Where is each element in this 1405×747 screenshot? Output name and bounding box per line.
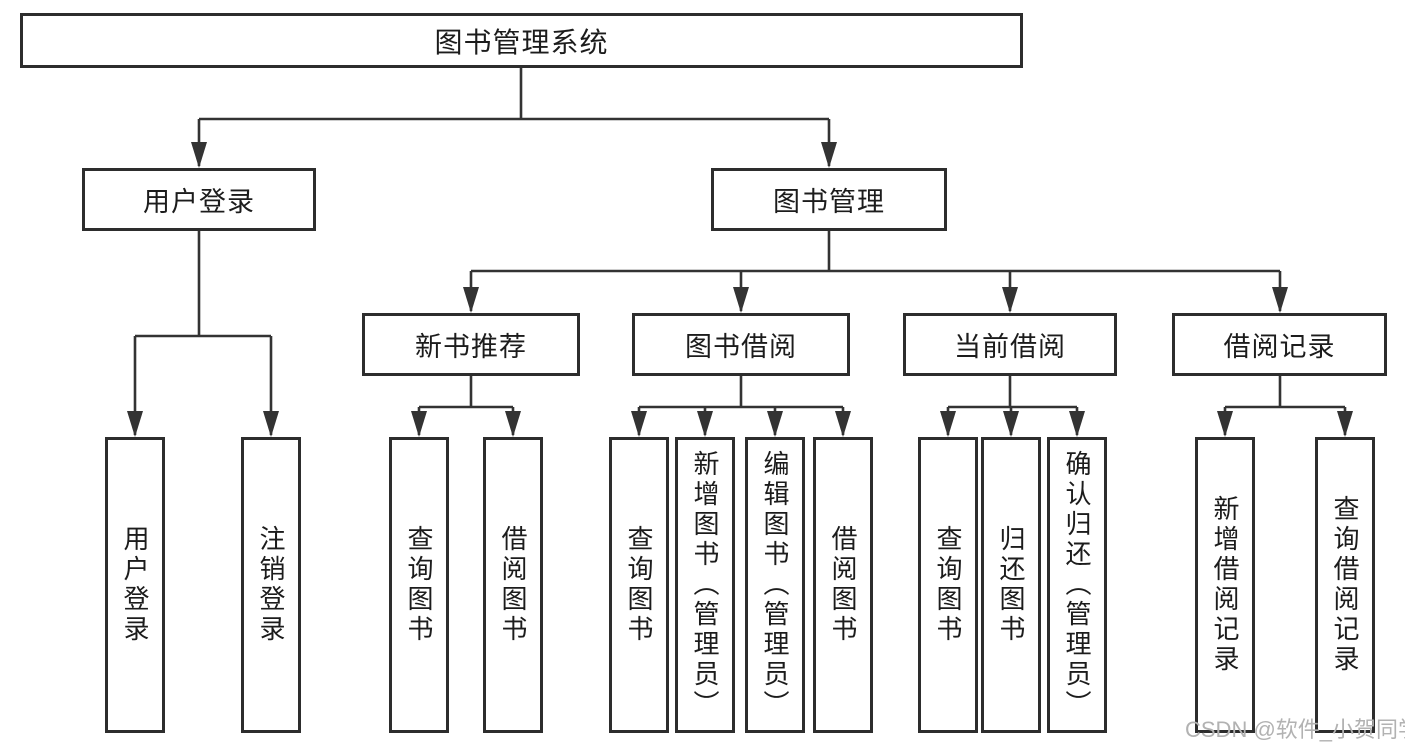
leaf-add-book-admin-label: 新增图书（管理员） xyxy=(690,450,720,720)
leaf-user-login: 用户登录 xyxy=(105,437,165,733)
leaf-query-borrow-record-label: 查询借阅记录 xyxy=(1330,495,1360,675)
node-root: 图书管理系统 xyxy=(20,13,1023,68)
node-new-book-recommend-label: 新书推荐 xyxy=(415,332,527,362)
node-current-borrow: 当前借阅 xyxy=(903,313,1117,376)
leaf-edit-book-admin: 编辑图书（管理员） xyxy=(745,437,805,733)
leaf-confirm-return-admin: 确认归还（管理员） xyxy=(1047,437,1107,733)
leaf-confirm-return-admin-label: 确认归还（管理员） xyxy=(1062,450,1092,720)
node-current-borrow-label: 当前借阅 xyxy=(954,332,1066,362)
leaf-edit-book-admin-label: 编辑图书（管理员） xyxy=(760,450,790,720)
node-borrow-records: 借阅记录 xyxy=(1172,313,1387,376)
connector-paths xyxy=(133,68,1347,435)
leaf-borrow-book-recommend: 借阅图书 xyxy=(483,437,543,733)
node-book-borrow-label: 图书借阅 xyxy=(685,332,797,362)
leaf-query-book-current: 查询图书 xyxy=(918,437,978,733)
leaf-return-book: 归还图书 xyxy=(981,437,1041,733)
leaf-return-book-label: 归还图书 xyxy=(996,525,1026,645)
node-borrow-records-label: 借阅记录 xyxy=(1223,332,1336,362)
leaf-borrow-book-borrow-label: 借阅图书 xyxy=(828,525,858,645)
node-new-book-recommend: 新书推荐 xyxy=(362,313,580,376)
leaf-query-book-current-label: 查询图书 xyxy=(933,525,963,645)
leaf-borrow-book-recommend-label: 借阅图书 xyxy=(498,525,528,645)
leaf-query-borrow-record: 查询借阅记录 xyxy=(1315,437,1375,733)
leaf-query-book-recommend-label: 查询图书 xyxy=(404,525,434,645)
node-user-login-label: 用户登录 xyxy=(143,187,255,217)
leaf-query-book-borrow: 查询图书 xyxy=(609,437,669,733)
node-user-login: 用户登录 xyxy=(82,168,316,231)
leaf-add-borrow-record-label: 新增借阅记录 xyxy=(1210,495,1240,675)
leaf-add-borrow-record: 新增借阅记录 xyxy=(1195,437,1255,733)
leaf-borrow-book-borrow: 借阅图书 xyxy=(813,437,873,733)
node-book-management-label: 图书管理 xyxy=(773,187,885,217)
node-root-label: 图书管理系统 xyxy=(434,26,609,58)
watermark-text: CSDN @软件_小贺同学 xyxy=(1185,717,1405,742)
leaf-add-book-admin: 新增图书（管理员） xyxy=(675,437,735,733)
leaf-logout-label: 注销登录 xyxy=(256,525,286,645)
leaf-query-book-borrow-label: 查询图书 xyxy=(624,525,654,645)
leaf-logout: 注销登录 xyxy=(241,437,301,733)
leaf-user-login-label: 用户登录 xyxy=(120,525,150,645)
node-book-management: 图书管理 xyxy=(711,168,947,231)
node-book-borrow: 图书借阅 xyxy=(632,313,850,376)
leaf-query-book-recommend: 查询图书 xyxy=(389,437,449,733)
